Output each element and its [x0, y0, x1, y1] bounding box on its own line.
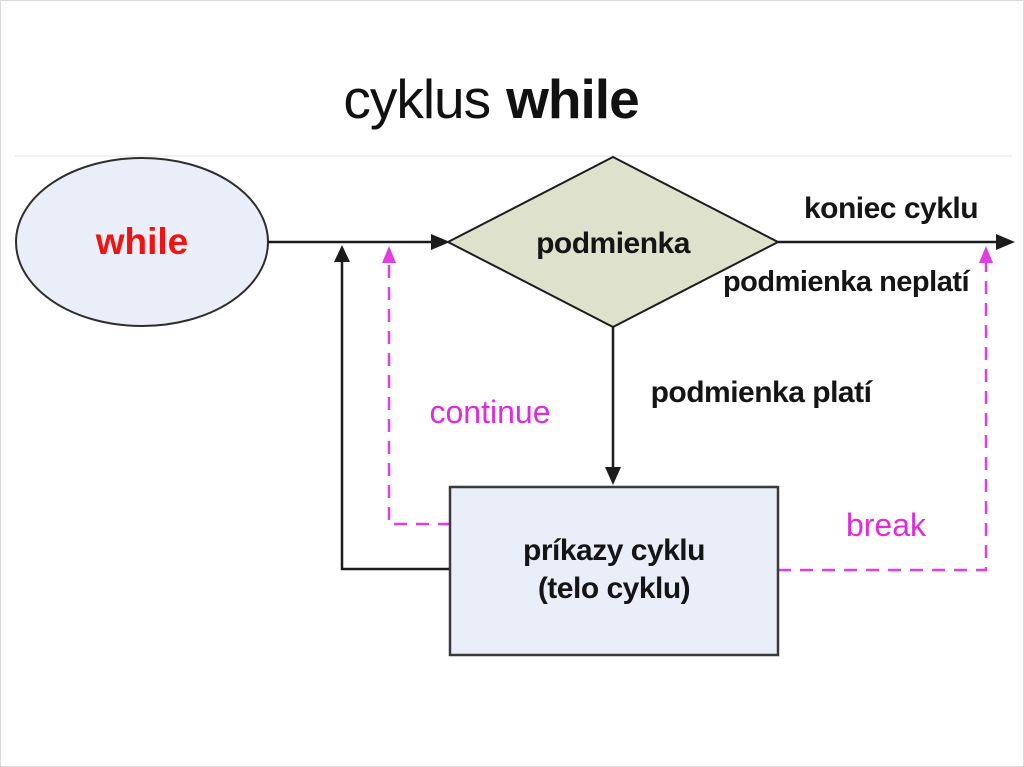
- condition-true-label: podmienka platí: [650, 376, 872, 409]
- condition-node-label: podmienka: [536, 227, 690, 260]
- body-node-label-line1: príkazy cyklu: [523, 534, 705, 567]
- condition-false-label: podmienka neplatí: [722, 266, 970, 298]
- body-node-label-line2: (telo cyklu): [537, 572, 691, 605]
- slide-title-regular: cyklus: [343, 68, 491, 130]
- arrow-up-head-continue: [382, 246, 396, 263]
- arrow-right-head-into-condition: [431, 234, 450, 250]
- edge-body-loop-back: [340, 260, 451, 571]
- end-of-cycle-label: koniec cyklu: [803, 192, 979, 225]
- arrow-right-head-end: [996, 234, 1015, 250]
- continue-label: continue: [429, 394, 551, 430]
- body-rectangle: [448, 485, 780, 657]
- arrow-up-head-loop-back: [334, 245, 350, 262]
- slide-title-bold: while: [506, 68, 640, 130]
- break-label: break: [845, 507, 927, 543]
- arrow-up-head-break: [979, 246, 993, 263]
- arrow-down-head-into-body: [605, 467, 621, 485]
- body-node-label: príkazy cyklu (telo cyklu): [450, 532, 778, 608]
- edge-continue-dashed: [387, 262, 451, 526]
- edge-break-dashed: [778, 262, 988, 572]
- start-node-label: while: [95, 221, 189, 262]
